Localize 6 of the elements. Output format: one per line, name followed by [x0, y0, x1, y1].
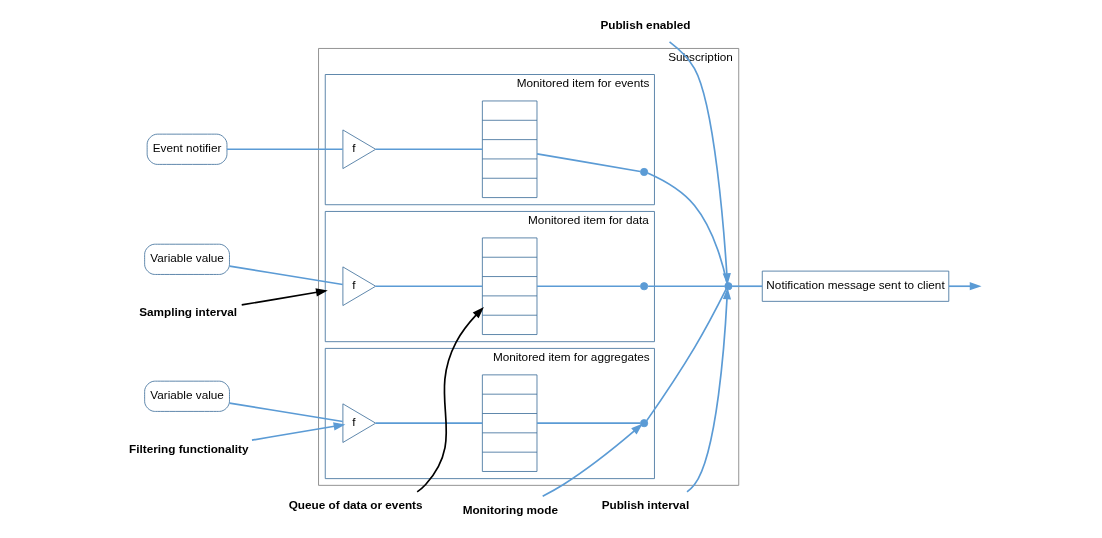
node-text: Queue of data or events [288, 498, 423, 512]
node-text: Filtering functionality [129, 442, 249, 456]
node-text: Publish interval [601, 498, 690, 512]
node-text: Publish enabled [600, 17, 691, 31]
node-text: Sampling interval [139, 305, 238, 319]
node-text: Monitoring mode [462, 502, 558, 516]
